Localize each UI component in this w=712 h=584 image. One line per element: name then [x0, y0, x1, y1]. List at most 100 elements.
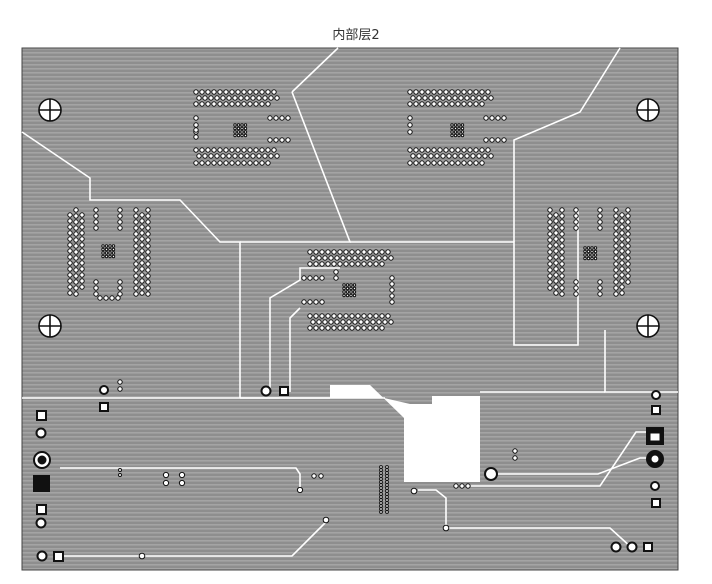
- square-pad-icon: [33, 475, 50, 492]
- via-icon: [345, 290, 350, 294]
- via-icon: [590, 253, 594, 257]
- via-icon: [199, 147, 205, 153]
- via-icon: [352, 283, 357, 287]
- via-icon: [559, 255, 565, 261]
- via-icon: [145, 237, 151, 243]
- via-icon: [457, 123, 461, 127]
- via-icon: [325, 325, 331, 331]
- via-icon: [139, 218, 145, 224]
- via-icon: [244, 153, 250, 159]
- via-icon: [93, 279, 99, 285]
- via-icon: [547, 285, 553, 291]
- via-icon: [73, 219, 79, 225]
- via-icon: [240, 123, 244, 127]
- via-icon: [244, 95, 250, 101]
- via-icon: [145, 273, 151, 279]
- via-icon: [358, 319, 364, 325]
- via-icon: [573, 213, 579, 219]
- clearance-region: [330, 385, 480, 482]
- via-icon: [619, 284, 625, 290]
- via-icon: [389, 281, 395, 287]
- via-icon: [385, 495, 389, 499]
- via-icon: [388, 319, 394, 325]
- via-icon: [613, 261, 619, 267]
- via-icon: [145, 261, 151, 267]
- mounting-hole-icon: [636, 314, 660, 338]
- split-lines: [21, 47, 678, 399]
- via-icon: [79, 230, 85, 236]
- via-icon: [385, 507, 389, 511]
- via-icon: [311, 473, 317, 479]
- via-icon: [73, 267, 79, 273]
- via-icon: [553, 230, 559, 236]
- via-icon: [446, 95, 452, 101]
- via-icon: [458, 153, 464, 159]
- via-icon: [619, 242, 625, 248]
- via-icon: [425, 101, 431, 107]
- via-icon: [619, 272, 625, 278]
- via-icon: [465, 483, 471, 489]
- via-icon: [597, 207, 603, 213]
- via-icon: [250, 153, 256, 159]
- via-icon: [461, 160, 467, 166]
- via-icon: [443, 147, 449, 153]
- via-icon: [73, 225, 79, 231]
- via-icon: [238, 95, 244, 101]
- via-icon: [379, 507, 383, 511]
- via-icon: [512, 455, 518, 461]
- via-icon: [79, 248, 85, 254]
- via-icon: [319, 275, 325, 281]
- via-icon: [422, 153, 428, 159]
- via-icon: [547, 213, 553, 219]
- via-icon: [93, 291, 99, 297]
- via-icon: [145, 207, 151, 213]
- via-icon: [379, 489, 383, 493]
- via-icon: [443, 160, 449, 166]
- via-icon: [593, 256, 598, 261]
- via-icon: [235, 101, 241, 107]
- via-icon: [485, 89, 491, 95]
- via-icon: [470, 153, 476, 159]
- via-icon: [133, 243, 139, 249]
- via-icon: [93, 285, 99, 291]
- via-icon: [345, 293, 350, 298]
- via-icon: [593, 246, 598, 250]
- via-icon: [352, 290, 357, 294]
- via-icon: [241, 147, 247, 153]
- via-icon: [379, 495, 383, 499]
- via-icon: [379, 480, 383, 484]
- via-icon: [476, 153, 482, 159]
- via-icon: [361, 313, 367, 319]
- via-icon: [145, 267, 151, 273]
- via-icon: [333, 269, 339, 275]
- via-icon: [428, 95, 434, 101]
- via-icon: [495, 137, 501, 143]
- via-icon: [145, 291, 151, 297]
- via-icon: [271, 89, 277, 95]
- via-icon: [385, 471, 389, 475]
- via-icon: [613, 249, 619, 255]
- via-icon: [313, 299, 319, 305]
- via-icon: [316, 255, 322, 261]
- via-icon: [613, 207, 619, 213]
- via-icon: [407, 122, 413, 128]
- via-icon: [118, 473, 122, 477]
- via-icon: [145, 213, 151, 219]
- via-icon: [547, 267, 553, 273]
- via-icon: [232, 95, 238, 101]
- via-icon: [349, 293, 353, 298]
- via-icon: [590, 246, 594, 250]
- via-icon: [453, 130, 458, 134]
- via-icon: [440, 153, 446, 159]
- via-icon: [385, 465, 389, 469]
- via-icon: [457, 133, 461, 138]
- via-icon: [328, 255, 334, 261]
- via-icon: [220, 153, 226, 159]
- via-icon: [208, 95, 214, 101]
- via-icon: [117, 279, 123, 285]
- via-icon: [479, 101, 485, 107]
- via-icon: [364, 319, 370, 325]
- via-icon: [512, 448, 518, 454]
- square-pad-icon: [53, 551, 64, 562]
